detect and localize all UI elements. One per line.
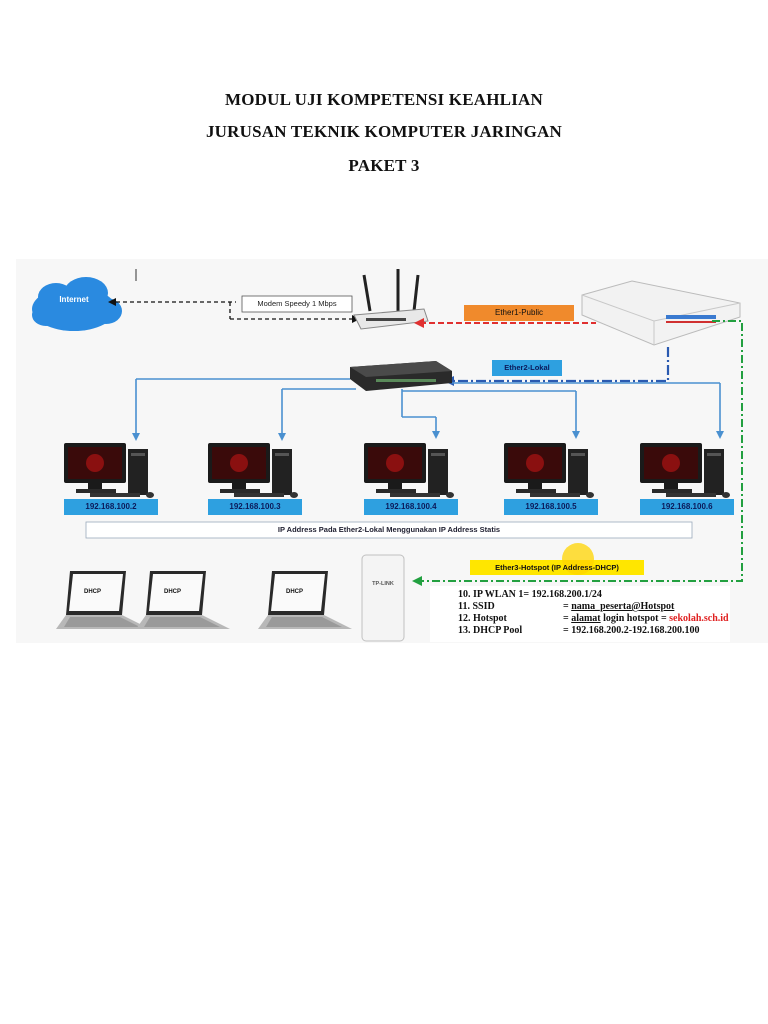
lan-arrowheads [132, 431, 724, 441]
internet-cloud-icon [32, 277, 122, 331]
laptop-client: DHCP [258, 569, 358, 641]
laptop-dhcp-label: DHCP [164, 589, 182, 595]
ap-brand-label: TP-LINK [372, 581, 394, 587]
laptop-dhcp-label: DHCP [286, 589, 304, 595]
pc-icon [640, 443, 730, 498]
static-note-box [85, 521, 693, 539]
pc-icon [64, 443, 154, 498]
ether3-label-box [470, 560, 644, 575]
modem-label: Modem Speedy 1 Mbps [257, 299, 337, 308]
laptop-client: DHCP [136, 569, 236, 641]
pc-icon [208, 443, 298, 498]
ether3-label: Ether3-Hotspot (IP Address-DHCP) [495, 563, 619, 572]
switch-icon [350, 361, 452, 391]
lan-distribution-lines [135, 378, 721, 437]
pc-icon [364, 443, 454, 498]
ether2-label: Ether2-Lokal [504, 363, 550, 372]
internet-label: Internet [59, 295, 89, 304]
laptop-dhcp-label: DHCP [84, 589, 102, 595]
ether1-label: Ether1-Public [494, 308, 544, 317]
page-heading-1: MODUL UJI KOMPETENSI KEAHLIAN [225, 90, 543, 109]
pc-workstation: 192.168.100.6 [638, 441, 748, 521]
access-point-icon [361, 554, 405, 642]
mikrotik-router-icon [581, 280, 741, 346]
diagram-canvas [32, 269, 743, 642]
modem-label-box [241, 295, 353, 313]
pc-ip-label: 192.168.100.3 [208, 499, 302, 515]
pc-ip-label: 192.168.100.4 [364, 499, 458, 515]
hotspot-config-block: 10. IP WLAN 1= 192.168.200.1/24 11. SSID… [430, 586, 730, 642]
laptop-icon [56, 571, 150, 629]
page-heading-2: JURUSAN TEKNIK KOMPUTER JARINGAN [205, 122, 563, 141]
laptop-icon [136, 571, 230, 629]
network-diagram: 192.168.100.2 192.168.100.3 192.168.100.4 1… [16, 259, 768, 643]
pc-ip-label: 192.168.100.5 [504, 499, 598, 515]
pc-icon [504, 443, 594, 498]
static-note-label: IP Address Pada Ether2-Lokal Menggunakan… [277, 525, 501, 534]
ether2-label-box [492, 360, 562, 376]
pc-workstation: 192.168.100.5 [502, 441, 612, 521]
page-heading-3: PAKET 3 [348, 156, 420, 175]
laptop-icon [258, 571, 352, 629]
pc-ip-label: 192.168.100.2 [64, 499, 158, 515]
pc-workstation: 192.168.100.2 [62, 441, 172, 521]
ether3-link-line [420, 320, 743, 582]
ether1-label-box [464, 305, 574, 321]
pc-workstation: 192.168.100.4 [362, 441, 472, 521]
cursor-highlight [562, 543, 594, 575]
laptop-client: DHCP [56, 569, 156, 641]
pc-ip-label: 192.168.100.6 [640, 499, 734, 515]
pc-workstation: 192.168.100.3 [206, 441, 316, 521]
router-icon [353, 269, 429, 330]
